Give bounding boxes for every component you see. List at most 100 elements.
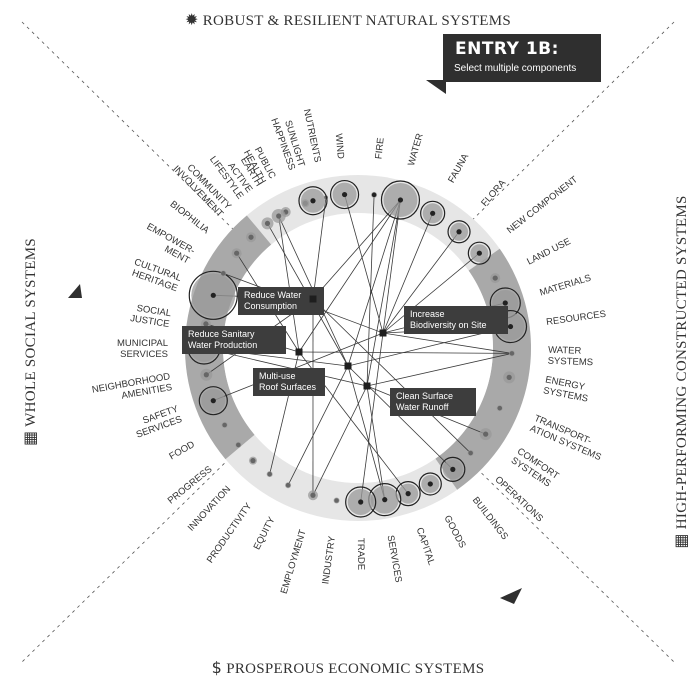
constructed-systems-heading-text: HIGH-PERFORMING CONSTRUCTED SYSTEMS — [674, 195, 690, 530]
component-node-dot — [476, 250, 482, 256]
economic-systems-heading: $ PROSPEROUS ECONOMIC SYSTEMS — [0, 658, 696, 678]
social-systems-heading-text: WHOLE SOCIAL SYSTEMS — [23, 238, 39, 427]
component-label-text[interactable]: FAUNA — [446, 151, 471, 185]
connection-line — [382, 231, 460, 334]
component-label-text[interactable]: WATER — [406, 132, 426, 167]
building-icon: ▦ — [671, 533, 690, 549]
component-label-progress: PROGRESS — [166, 464, 215, 506]
action-label-text: Water Runoff — [396, 402, 449, 412]
dollar-icon: $ — [211, 658, 223, 677]
component-node-dot — [450, 466, 456, 472]
component-label-transportation-systems: TRANSPORT-ATION SYSTEMS — [528, 413, 603, 463]
component-label-goods: GOODS — [441, 514, 467, 550]
component-node-dot — [250, 458, 256, 464]
component-node-dot — [221, 271, 226, 276]
component-label-buildings: BUILDINGS — [470, 495, 510, 542]
component-node-dot — [456, 229, 462, 235]
component-label-land-use: LAND USE — [525, 236, 572, 267]
component-label-text[interactable]: BUILDINGS — [470, 495, 510, 542]
component-label-text[interactable]: SERVICES — [385, 534, 404, 583]
component-node-dot — [507, 323, 514, 330]
component-node-dot — [248, 234, 254, 240]
component-node-dot — [285, 482, 291, 488]
component-label-text[interactable]: RESOURCES — [546, 309, 607, 328]
component-node-dot — [203, 321, 209, 327]
connection-line — [203, 347, 368, 387]
social-systems-heading: ▦ WHOLE SOCIAL SYSTEMS — [20, 238, 40, 446]
component-label-text[interactable]: INNOVATION — [186, 484, 233, 534]
action-label-text: Consumption — [244, 301, 297, 311]
action-node — [344, 362, 352, 370]
natural-systems-heading-text: ROBUST & RESILIENT NATURAL SYSTEMS — [202, 13, 512, 29]
action-node — [295, 348, 303, 356]
action-label-text: Increase — [410, 309, 445, 319]
entry-subtitle: Select multiple components — [454, 63, 577, 74]
component-node-dot — [405, 491, 411, 497]
component-node-dot — [483, 431, 489, 437]
component-label-trade: TRADE — [355, 538, 367, 570]
component-node-ring — [329, 179, 360, 210]
component-label-new-component: NEW COMPONENT — [505, 174, 580, 236]
action-label-box — [390, 388, 476, 416]
component-node-dot — [358, 499, 364, 505]
action-labels: Reduce WaterConsumptionIncreaseBiodivers… — [182, 287, 508, 416]
component-node-dot — [267, 471, 272, 477]
component-label-text[interactable]: FIRE — [373, 137, 386, 160]
component-node-dot — [502, 300, 508, 306]
action-label-text: Clean Surface — [396, 391, 453, 401]
component-node-dot — [236, 442, 241, 448]
component-node-dot — [341, 191, 348, 198]
connection-line — [360, 332, 384, 503]
component-label-text[interactable]: WIND — [333, 133, 346, 159]
component-label-text[interactable]: SYSTEMS — [547, 356, 593, 369]
component-label-food: FOOD — [167, 439, 196, 462]
component-label-services: SERVICES — [385, 534, 404, 583]
component-node-dot — [310, 492, 316, 498]
component-label-text[interactable]: PROGRESS — [166, 464, 215, 506]
component-label-empowerment: EMPOWER-MENT — [145, 221, 197, 266]
component-label-text[interactable]: FLORA — [479, 177, 509, 209]
component-label-text[interactable]: CAPITAL — [414, 526, 437, 566]
connection-line — [366, 194, 375, 387]
component-label-text[interactable]: MUNICIPAL — [117, 338, 168, 349]
component-node-dot — [276, 213, 282, 219]
component-label-text[interactable]: LAND USE — [525, 236, 572, 267]
action-label-text: Biodiversity on Site — [410, 320, 487, 330]
component-label-text[interactable]: GOODS — [441, 514, 467, 550]
component-label-text[interactable]: INDUSTRY — [320, 535, 338, 585]
action-node — [379, 329, 387, 337]
component-label-text[interactable]: WATER — [548, 345, 582, 357]
component-label-text[interactable]: TRADE — [355, 538, 367, 570]
component-node-ring — [188, 270, 238, 320]
sun-icon: ✹ — [184, 10, 199, 29]
component-label-text[interactable]: FOOD — [167, 439, 196, 462]
component-label-industry: INDUSTRY — [320, 535, 338, 585]
connection-line — [312, 298, 471, 454]
component-node-dot — [506, 374, 512, 380]
component-node-ring — [418, 472, 442, 496]
component-label-text[interactable]: EMPLOYMENT — [279, 528, 309, 595]
connection-line — [312, 385, 368, 496]
component-label-text[interactable]: SOCIAL — [136, 303, 172, 319]
component-label-text[interactable]: MATERIALS — [538, 273, 592, 299]
people-icon: ▦ — [20, 430, 39, 446]
action-label-box — [404, 306, 508, 334]
component-node-ring — [380, 180, 421, 220]
natural-systems-heading: ✹ ROBUST & RESILIENT NATURAL SYSTEMS — [0, 10, 696, 30]
connection-line — [312, 197, 327, 300]
connection-line — [382, 213, 434, 334]
component-node-dot — [264, 220, 271, 227]
component-label-text[interactable]: NEW COMPONENT — [505, 174, 580, 236]
component-label-text[interactable]: EQUITY — [252, 515, 278, 552]
component-label-innovation: INNOVATION — [186, 484, 233, 534]
component-label-text[interactable]: SERVICES — [120, 349, 168, 360]
